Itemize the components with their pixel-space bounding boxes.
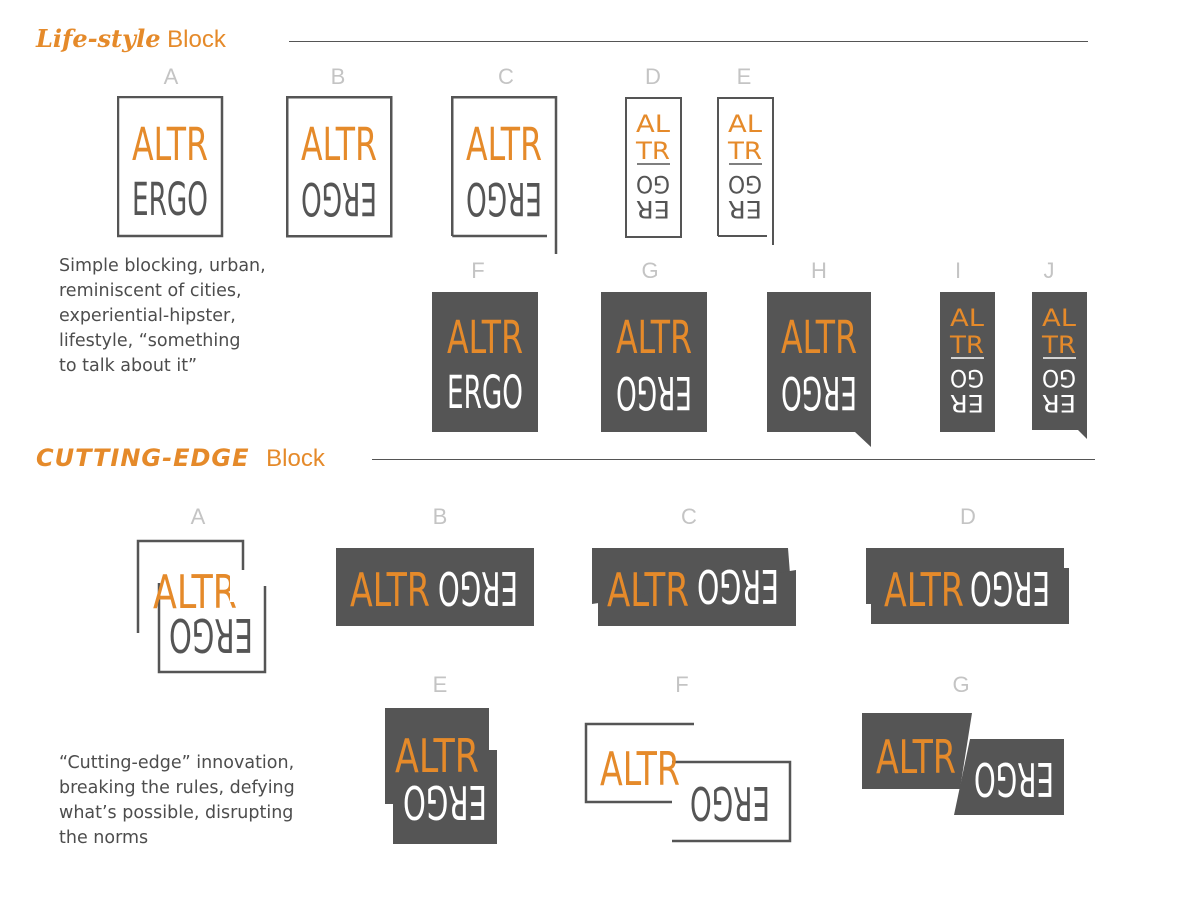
cutting-label-f: F [675, 672, 689, 697]
logo-d-pair2: TR [635, 137, 670, 165]
cutting-label-b: B [432, 504, 448, 529]
cutting-label-c: C [681, 504, 697, 529]
lifestyle-logo-a: ALTR ERGO [117, 96, 224, 238]
lifestyle-logo-g: ALTR ERGO [601, 292, 707, 432]
logo-i-pair2: TR [949, 331, 984, 359]
logo-h-word1: ALTR [781, 311, 857, 364]
logo-b-word1: ALTR [301, 118, 377, 171]
logo-e-pair1: AL [728, 110, 763, 138]
lifestyle-logo-c: ALTR ERGO [451, 96, 558, 254]
cutting-description: “Cutting-edge” innovation, breaking the … [59, 753, 295, 848]
logo-c-word1: ALTR [466, 118, 542, 171]
lifestyle-logo-h: ALTR ERGO [767, 292, 871, 447]
cutting-title-word: Block [266, 445, 325, 472]
cutting-e-word2: ERGO [403, 775, 487, 829]
logo-j-pair3: GO [1042, 364, 1076, 392]
logo-f-word1: ALTR [447, 311, 523, 364]
logo-d-pair4: ER [636, 195, 670, 223]
cutting-logo-a: ALTR ERGO [136, 539, 267, 674]
logo-a-word1: ALTR [132, 118, 208, 171]
cutting-label-g: G [952, 672, 970, 697]
lifestyle-label-b: B [330, 64, 346, 89]
logo-f-word2: ERGO [447, 366, 523, 419]
cutting-label-e: E [432, 672, 448, 697]
logo-j-pair1: AL [1042, 304, 1077, 332]
cutting-g-word1: ALTR [876, 730, 956, 784]
cutting-divider [372, 459, 1095, 460]
cutting-logo-b: ALTR ERGO [336, 548, 534, 626]
lifestyle-label-h: H [811, 258, 827, 283]
lifestyle-label-a: A [163, 64, 179, 89]
logo-g-word2: ERGO [616, 366, 692, 419]
cutting-b-word1: ALTR [350, 563, 430, 617]
cutting-c-word1: ALTR [607, 563, 689, 617]
cutting-logo-f: ALTR ERGO [584, 722, 792, 843]
cutting-f-word1: ALTR [600, 742, 680, 796]
cutting-f-word2: ERGO [690, 776, 770, 830]
cutting-e-word1: ALTR [395, 729, 479, 783]
logo-d-pair1: AL [636, 110, 671, 138]
logo-j-pair2: TR [1041, 331, 1076, 359]
lifestyle-label-e: E [736, 64, 752, 89]
cutting-d-word1: ALTR [884, 563, 964, 617]
lifestyle-label-f: F [471, 258, 485, 283]
logo-a-word2: ERGO [132, 173, 208, 226]
cutting-b-word2: ERGO [438, 561, 518, 615]
logo-b-word2: ERGO [301, 172, 377, 225]
cutting-a-word2: ERGO [169, 608, 253, 662]
lifestyle-logo-b: ALTR ERGO [286, 96, 393, 238]
lifestyle-label-i: I [954, 258, 962, 283]
logo-e-pair4: ER [728, 195, 762, 223]
cutting-d-word2: ERGO [970, 561, 1050, 615]
lifestyle-logo-j: AL TR GO ER [1032, 292, 1087, 439]
logo-i-pair4: ER [950, 389, 984, 417]
logo-d-pair3: GO [636, 170, 670, 198]
cutting-logo-g: ALTR ERGO [862, 713, 1064, 815]
cutting-c-word2: ERGO [697, 559, 779, 613]
lifestyle-logo-e: AL TR GO ER [717, 97, 774, 245]
logo-e-pair2: TR [727, 137, 762, 165]
cutting-label-a: A [190, 504, 206, 529]
logo-h-word2: ERGO [781, 366, 857, 419]
cutting-a-word1: ALTR [153, 565, 237, 619]
logo-i-pair1: AL [950, 304, 985, 332]
lifestyle-logo-f: ALTR ERGO [432, 292, 538, 432]
lifestyle-description: Simple blocking, urban, reminiscent of c… [59, 256, 266, 376]
lifestyle-title-word: Block [167, 26, 226, 53]
cutting-section-title: CUTTING-EDGE Block [36, 444, 325, 473]
logo-c-word2: ERGO [466, 172, 542, 225]
lifestyle-label-j: J [1043, 258, 1055, 283]
lifestyle-title-script: Life-style [36, 24, 161, 53]
cutting-label-d: D [960, 504, 976, 529]
lifestyle-label-g: G [641, 258, 659, 283]
lifestyle-divider [289, 41, 1088, 42]
logo-e-pair3: GO [728, 170, 762, 198]
cutting-g-word2: ERGO [974, 752, 1054, 806]
lifestyle-logo-i: AL TR GO ER [940, 292, 995, 432]
cutting-logo-e: ALTR ERGO [385, 708, 497, 844]
logo-g-word1: ALTR [616, 311, 692, 364]
cutting-logo-d: ALTR ERGO [866, 548, 1069, 624]
lifestyle-label-d: D [645, 64, 661, 89]
lifestyle-label-c: C [498, 64, 514, 89]
cutting-title-script: CUTTING-EDGE [36, 444, 250, 472]
logo-j-pair4: ER [1042, 389, 1076, 417]
lifestyle-logo-d: AL TR GO ER [625, 97, 682, 238]
logo-i-pair3: GO [950, 364, 984, 392]
lifestyle-section-title: Life-style Block [36, 24, 226, 54]
cutting-logo-c: ALTR ERGO [592, 548, 796, 626]
